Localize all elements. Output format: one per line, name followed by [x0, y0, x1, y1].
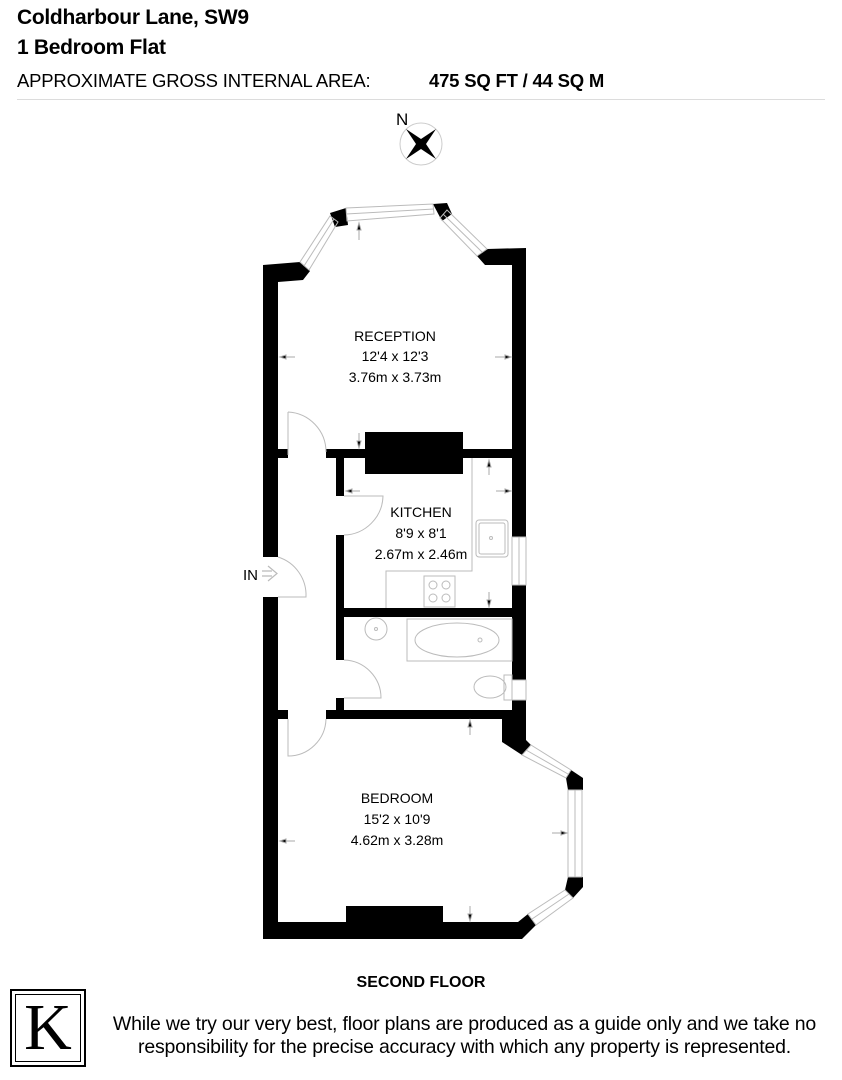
window-bedroom-lower: [527, 889, 574, 926]
logo-letter: K: [15, 994, 81, 1062]
windows: [299, 203, 583, 926]
chimney-breast-bedroom: [346, 906, 443, 924]
doors: [277, 411, 384, 757]
door-kitchen: [343, 495, 384, 536]
wall-hall-left-stub: [263, 449, 288, 458]
wall-kitchen-left-top: [336, 456, 344, 496]
gross-area-value: 475 SQ FT / 44 SQ M: [429, 70, 605, 91]
wall-left-mid: [263, 455, 278, 557]
window-reception-front: [345, 203, 435, 222]
room-kitchen: KITCHEN 8'9 x 8'1 2.67m x 2.46m: [375, 504, 468, 562]
room-name: KITCHEN: [390, 504, 451, 520]
toilet: [473, 675, 507, 699]
door-reception: [287, 411, 327, 455]
wall-kitchen-left-bottom: [336, 535, 344, 660]
gross-area-label: APPROXIMATE GROSS INTERNAL AREA:: [17, 70, 371, 91]
window-bathroom: [511, 679, 527, 701]
wall-kitchen-bottom: [344, 608, 526, 617]
window-reception-left: [299, 215, 339, 271]
gross-area-row: APPROXIMATE GROSS INTERNAL AREA: 475 SQ …: [17, 70, 604, 92]
entrance-arrow-icon: [262, 565, 278, 582]
wall-bedroom-top: [326, 710, 526, 719]
wall-bedroom-bay-pier-top: [566, 770, 583, 790]
compass-icon: N: [396, 110, 443, 166]
window-bedroom-upper: [521, 744, 572, 779]
bathtub: [406, 618, 513, 662]
wall-bay-left-pier: [330, 208, 348, 227]
compass-north-label: N: [396, 110, 408, 129]
room-reception: RECEPTION 12'4 x 12'3 3.76m x 3.73m: [349, 328, 442, 385]
chimney-breast-reception: [365, 432, 463, 474]
room-bedroom: BEDROOM 15'2 x 10'9 4.62m x 3.28m: [351, 790, 444, 848]
room-dimensions-metric: 3.76m x 3.73m: [349, 369, 442, 385]
floor-label: SECOND FLOOR: [356, 974, 486, 991]
room-name: BEDROOM: [361, 790, 433, 806]
room-name: RECEPTION: [354, 328, 436, 344]
wall-bedroom-top-left: [263, 710, 288, 719]
window-reception-right: [439, 209, 488, 257]
entrance-label: IN: [243, 567, 258, 584]
property-title: Coldharbour Lane, SW9: [17, 6, 249, 29]
fixtures: [364, 458, 513, 701]
wall-bedroom-bottom: [263, 914, 536, 939]
property-subtitle: 1 Bedroom Flat: [17, 36, 166, 59]
wall-left-lower: [263, 597, 278, 717]
wall-bath-left-stub: [336, 698, 344, 718]
room-dimensions-imperial: 8'9 x 8'1: [395, 525, 446, 541]
kitchen-counter: [385, 458, 473, 608]
room-dimensions-metric: 4.62m x 3.28m: [351, 832, 444, 848]
door-bedroom: [287, 718, 327, 757]
room-dimensions-imperial: 12'4 x 12'3: [362, 348, 429, 364]
disclaimer-text: While we try our very best, floor plans …: [112, 1013, 817, 1058]
bathroom-basin: [364, 617, 388, 641]
header-divider: [17, 99, 825, 100]
wall-bedroom-left: [263, 717, 278, 939]
wall-bay-right-pier: [433, 203, 452, 221]
wall-bath-right: [512, 585, 526, 680]
wall-reception-left-top: [263, 262, 310, 455]
wall-kitchen-right-top: [512, 457, 526, 537]
wall-bedroom-bay-top: [502, 700, 531, 755]
wall-reception-right: [477, 248, 526, 457]
kitchen-sink: [475, 519, 509, 558]
door-entrance: [277, 556, 307, 598]
room-dimensions-imperial: 15'2 x 10'9: [364, 811, 431, 827]
agency-logo: K: [10, 989, 86, 1067]
door-bathroom: [343, 659, 382, 699]
dimension-markers: [278, 221, 569, 923]
kitchen-hob: [423, 575, 456, 608]
wall-bedroom-bay-pier-bottom: [565, 877, 583, 898]
room-dimensions-metric: 2.67m x 2.46m: [375, 546, 468, 562]
walls: [263, 203, 583, 939]
